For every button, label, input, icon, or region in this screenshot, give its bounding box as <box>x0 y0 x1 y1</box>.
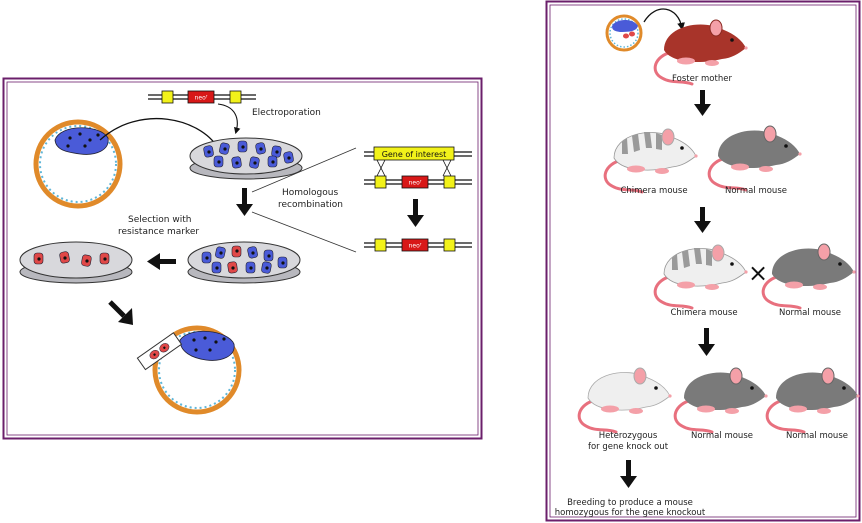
foster-mother-label: Foster mother <box>672 74 732 84</box>
normal-mouse-4 <box>765 367 860 434</box>
normal-mouse-3 <box>673 367 768 434</box>
chimera-mouse-2 <box>653 244 748 310</box>
blastocyst-injection <box>136 325 242 415</box>
cross-symbol: × <box>748 259 768 287</box>
dish-selected <box>19 241 133 284</box>
dish-recombined <box>187 241 301 284</box>
blastocyst-small <box>605 14 643 52</box>
homologous-label-2: recombination <box>278 200 343 210</box>
right-panel: Foster mother Chimera mouse <box>545 0 861 522</box>
blastocyst-source <box>33 119 123 209</box>
breeding-label-1: Breeding to produce a mouse <box>567 498 693 508</box>
neo-label-1: neor <box>195 94 208 102</box>
left-panel: neor Electroporation <box>2 77 483 440</box>
dish-electroporated <box>189 137 303 180</box>
normal-mouse-label-3: Normal mouse <box>691 431 753 441</box>
selection-label-2: resistance marker <box>118 227 199 237</box>
arrow-down-2 <box>694 207 711 233</box>
pipette <box>136 332 183 371</box>
arrow-down-left <box>236 188 253 216</box>
normal-mouse-label-4: Normal mouse <box>786 431 848 441</box>
chimera-mouse-1 <box>603 128 698 194</box>
electroporation-label: Electroporation <box>252 108 321 118</box>
normal-mouse-label-1: Normal mouse <box>725 186 787 196</box>
targeting-vector: neor <box>148 90 256 104</box>
normal-mouse-1 <box>707 125 802 192</box>
chimera-mouse-label-1: Chimera mouse <box>620 186 687 196</box>
normal-mouse-2 <box>761 243 856 310</box>
chimera-mouse-label-2: Chimera mouse <box>670 308 737 318</box>
heterozygous-label-2: for gene knock out <box>588 442 669 452</box>
recombination-schematic: Gene of interest neor neor <box>364 146 472 252</box>
neo-label-2: neor <box>409 179 422 187</box>
homologous-label-1: Homologous <box>282 188 338 198</box>
heterozygous-label-1: Heterozygous <box>599 431 658 441</box>
breeding-label-2: homozygous for the gene knockout <box>555 508 706 518</box>
heterozygous-mouse <box>577 367 672 434</box>
gene-of-interest-label: Gene of interest <box>382 150 447 159</box>
arrow-down-3 <box>698 328 715 356</box>
foster-mother-mouse <box>653 19 748 86</box>
normal-mouse-label-2: Normal mouse <box>779 308 841 318</box>
arrow-down-4 <box>620 460 637 488</box>
arrow-left <box>147 253 176 270</box>
arrow-down-1 <box>694 90 711 116</box>
selection-label-1: Selection with <box>128 215 191 225</box>
neo-label-3: neor <box>409 242 422 250</box>
arrow-diagonal <box>108 300 133 325</box>
